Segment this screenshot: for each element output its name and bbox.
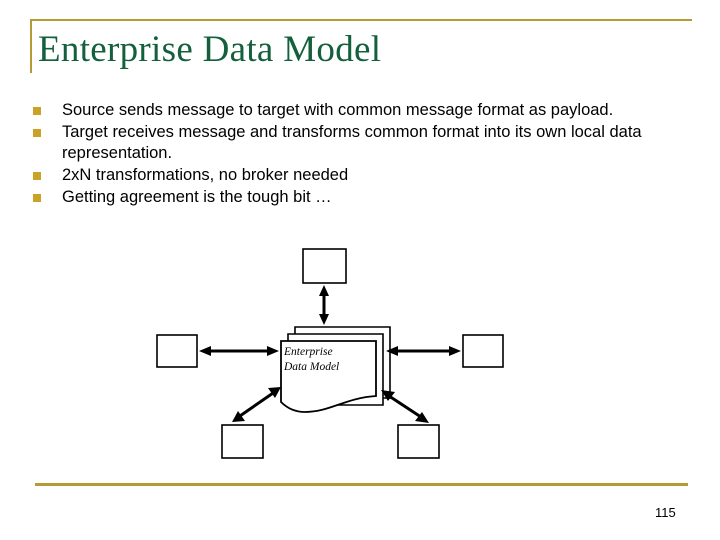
bullet-list: Source sends message to target with comm… bbox=[33, 100, 683, 209]
list-item: 2xN transformations, no broker needed bbox=[33, 165, 683, 186]
node-left bbox=[156, 334, 198, 368]
bullet-text: 2xN transformations, no broker needed bbox=[62, 166, 349, 184]
connector-right bbox=[386, 346, 461, 356]
node-bottom-right bbox=[397, 424, 440, 459]
square-bullet-icon bbox=[33, 194, 41, 202]
accent-rule-left bbox=[30, 19, 32, 73]
square-bullet-icon bbox=[33, 172, 41, 180]
connector-left bbox=[199, 346, 279, 356]
page-number: 115 bbox=[655, 505, 676, 520]
accent-rule-bottom bbox=[35, 483, 688, 486]
list-item: Target receives message and transforms c… bbox=[33, 122, 683, 164]
list-item: Source sends message to target with comm… bbox=[33, 100, 683, 121]
node-top bbox=[302, 248, 347, 284]
slide-title: Enterprise Data Model bbox=[38, 29, 382, 70]
square-bullet-icon bbox=[33, 107, 41, 115]
node-right bbox=[462, 334, 504, 368]
node-bottom-left bbox=[221, 424, 264, 459]
accent-rule-top bbox=[30, 19, 692, 21]
bullet-text: Source sends message to target with comm… bbox=[62, 101, 614, 119]
center-node-label-line2: Data Model bbox=[284, 361, 340, 373]
connector-bottom-left bbox=[232, 387, 281, 422]
connector-bottom-right bbox=[381, 390, 429, 423]
list-item: Getting agreement is the tough bit … bbox=[33, 187, 683, 208]
connector-top bbox=[319, 285, 329, 325]
bullet-text: Getting agreement is the tough bit … bbox=[62, 188, 332, 206]
bullet-text: Target receives message and transforms c… bbox=[62, 123, 642, 162]
square-bullet-icon bbox=[33, 129, 41, 137]
center-node-label: Enterprise Data Model bbox=[284, 345, 379, 375]
center-node-label-line1: Enterprise bbox=[284, 346, 333, 358]
